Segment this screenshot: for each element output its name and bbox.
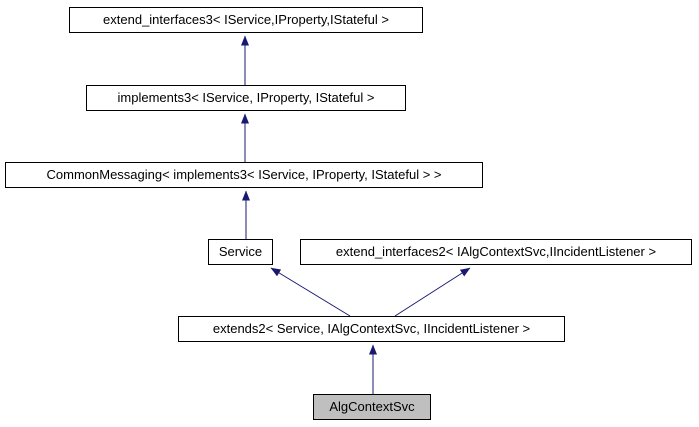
node-extend-interfaces3[interactable]: extend_interfaces3< IService,IProperty,I… — [69, 7, 423, 33]
node-implements3[interactable]: implements3< IService, IProperty, IState… — [86, 85, 406, 111]
edge-extends2-to-extend-interfaces2 — [394, 267, 471, 317]
node-commonmessaging[interactable]: CommonMessaging< implements3< IService, … — [5, 162, 483, 188]
node-extend-interfaces2[interactable]: extend_interfaces2< IAlgContextSvc,IInci… — [300, 239, 692, 265]
edge-extends2-to-service — [270, 267, 351, 317]
node-algcontextsvc-current: AlgContextSvc — [313, 394, 431, 420]
node-extends2[interactable]: extends2< Service, IAlgContextSvc, IInci… — [178, 316, 565, 342]
node-service[interactable]: Service — [208, 239, 273, 265]
